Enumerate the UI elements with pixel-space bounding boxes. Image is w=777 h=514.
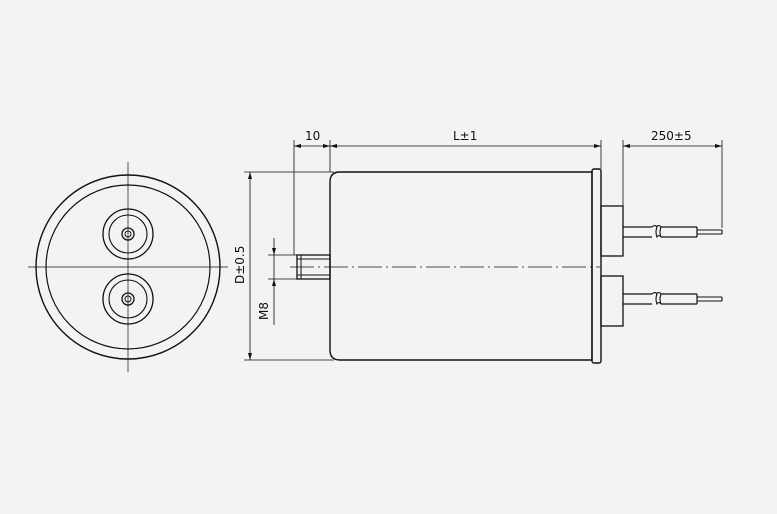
dim-thread: M8 (257, 238, 297, 325)
dim-diameter: D±0.5 (233, 171, 334, 361)
dim-lead-length: 250±5 (623, 129, 722, 148)
dim-stud-length: 10 (294, 129, 330, 148)
lead-bottom (600, 275, 723, 327)
capacitor-body (329, 171, 593, 361)
label-diameter: D±0.5 (233, 246, 247, 284)
end-view (28, 162, 228, 372)
end-flange (591, 168, 602, 364)
label-lead-length: 250±5 (651, 129, 692, 143)
dimensions: 10 L±1 250±5 D±0.5 (233, 129, 723, 361)
label-body-length: L±1 (453, 129, 477, 143)
dim-body-length: L±1 (330, 129, 601, 148)
terminal-top (102, 208, 154, 260)
lead-top (600, 205, 723, 257)
side-view (290, 168, 723, 364)
label-thread: M8 (257, 302, 271, 320)
label-stud-length: 10 (305, 129, 320, 143)
terminal-bottom (102, 273, 154, 325)
